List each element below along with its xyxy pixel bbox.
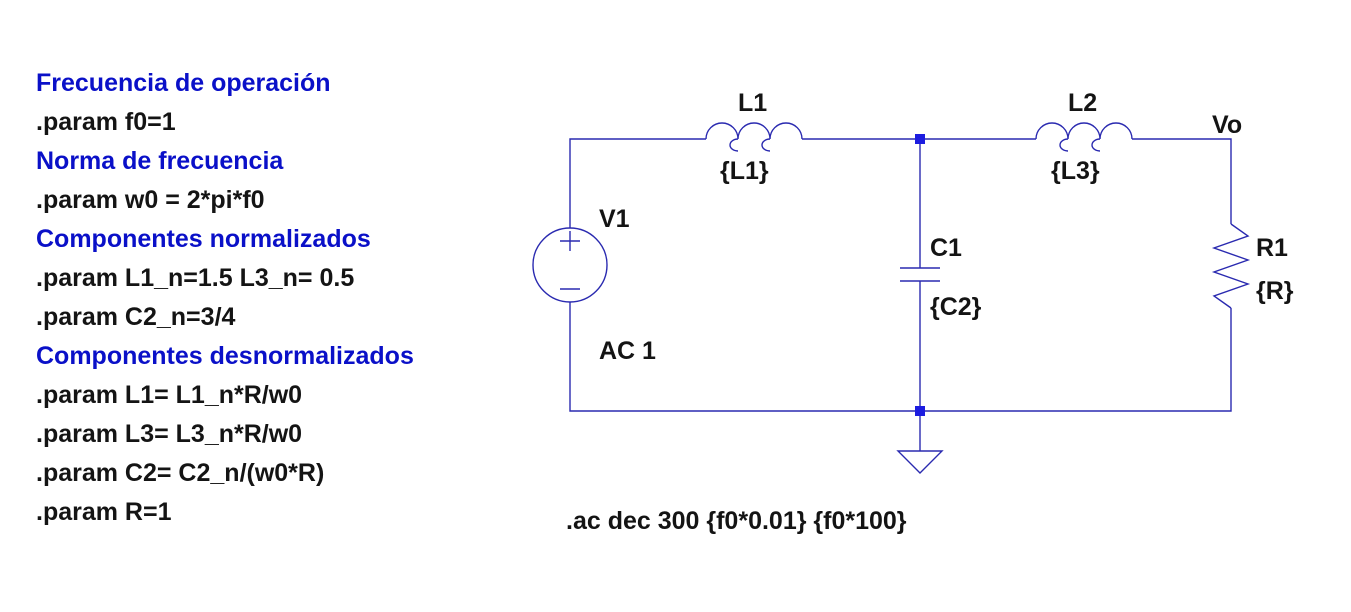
c1-name-label[interactable]: C1 (930, 234, 962, 262)
l1-name-label[interactable]: L1 (738, 89, 768, 117)
l1-value-label[interactable]: {L1} (720, 157, 769, 185)
param-line-0[interactable]: Frecuencia de operación (36, 69, 331, 97)
param-line-1[interactable]: .param f0=1 (36, 108, 176, 136)
parameter-block: Frecuencia de operación .param f0=1 Norm… (36, 64, 414, 532)
wire-bottom[interactable] (569, 302, 1232, 412)
inductor-icon[interactable] (705, 122, 803, 152)
capacitor-icon[interactable] (900, 267, 940, 282)
param-line-7[interactable]: Componentes desnormalizados (36, 342, 414, 370)
param-line-5[interactable]: .param L1_n=1.5 L3_n= 0.5 (36, 264, 355, 292)
c1-value-label[interactable]: {C2} (930, 293, 982, 321)
r1-name-label[interactable]: R1 (1256, 234, 1288, 262)
wire-top-left[interactable] (569, 138, 706, 228)
inductor-icon[interactable] (1035, 122, 1133, 152)
param-line-2[interactable]: Norma de frecuencia (36, 147, 284, 175)
junction-node[interactable] (915, 406, 925, 416)
param-line-9[interactable]: .param L3= L3_n*R/w0 (36, 420, 303, 448)
param-line-10[interactable]: .param C2= C2_n/(w0*R) (36, 459, 325, 487)
l2-name-label[interactable]: L2 (1068, 89, 1098, 117)
param-line-6[interactable]: .param C2_n=3/4 (36, 303, 236, 331)
resistor-icon[interactable] (1211, 223, 1251, 309)
junction-node[interactable] (915, 134, 925, 144)
analysis-directive[interactable]: .ac dec 300 {f0*0.01} {f0*100} (566, 507, 907, 535)
wire-top-right[interactable] (1132, 138, 1232, 224)
v1-value-label[interactable]: AC 1 (599, 337, 656, 365)
param-line-3[interactable]: .param w0 = 2*pi*f0 (36, 186, 265, 214)
net-label-vo[interactable]: Vo (1212, 111, 1243, 139)
voltage-source-icon[interactable] (532, 227, 608, 303)
param-line-4[interactable]: Componentes normalizados (36, 225, 371, 253)
l2-value-label[interactable]: {L3} (1051, 157, 1100, 185)
param-line-11[interactable]: .param R=1 (36, 498, 172, 526)
v1-name-label[interactable]: V1 (599, 205, 630, 233)
r1-value-label[interactable]: {R} (1256, 277, 1294, 305)
param-line-8[interactable]: .param L1= L1_n*R/w0 (36, 381, 303, 409)
ground-icon[interactable] (896, 450, 944, 474)
